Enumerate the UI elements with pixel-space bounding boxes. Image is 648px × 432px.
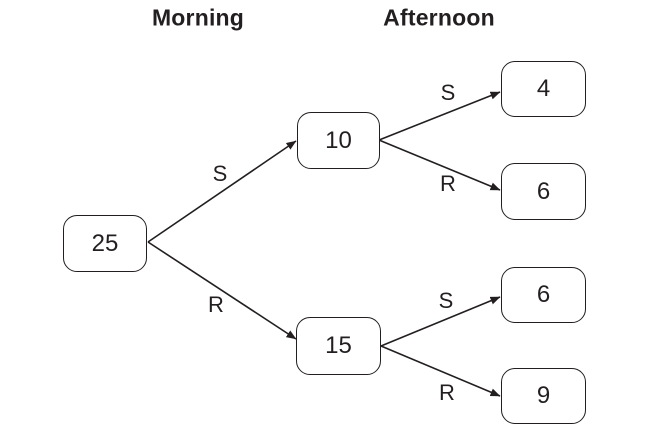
node-afternoon-9: 9 [501,368,586,424]
edge-line-25-to-15 [147,241,297,340]
node-root-25: 25 [63,215,147,272]
node-morning-10: 10 [297,112,380,169]
node-afternoon-6-top: 6 [501,163,586,220]
column-header-morning: Morning [151,4,245,31]
edge-line-15-to-9 [380,345,501,397]
edge-line-15-to-6 [380,296,501,347]
edge-line-25-to-10 [147,140,297,243]
edge-label-15-6: S [438,288,454,313]
edge-label-15-9: R [439,380,455,405]
edge-label-25-10: S [212,161,228,186]
node-afternoon-4: 4 [501,61,586,117]
edge-label-10-6: R [440,171,456,196]
column-header-afternoon: Afternoon [383,4,495,31]
node-morning-15: 15 [296,317,381,375]
edge-line-10-to-6 [378,139,501,191]
edge-label-10-4: S [440,80,456,105]
edge-label-25-15: R [208,292,224,317]
node-afternoon-6-bottom: 6 [501,267,586,323]
edge-line-10-to-4 [378,91,501,141]
